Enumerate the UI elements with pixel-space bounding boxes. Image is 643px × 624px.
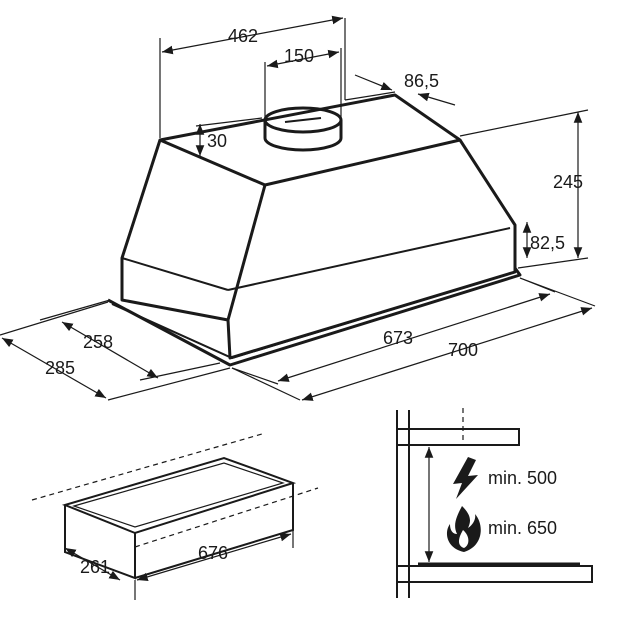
lightning-icon	[453, 457, 478, 499]
label-245: 245	[553, 172, 583, 192]
electric-min-label: min. 500	[488, 468, 557, 488]
label-86-5: 86,5	[404, 71, 439, 91]
label-30: 30	[207, 131, 227, 151]
outlet-collar	[263, 106, 343, 152]
dim-body-height: 82,5	[522, 222, 565, 258]
dim-outlet-diameter: 150	[264, 46, 342, 118]
label-150: 150	[284, 46, 314, 66]
label-261: 261	[80, 557, 110, 577]
dim-top-thickness: 30	[195, 117, 263, 156]
label-285: 285	[45, 358, 75, 378]
installation-diagram	[396, 408, 593, 598]
label-676: 676	[198, 543, 228, 563]
cutout-tray	[31, 433, 319, 580]
label-258: 258	[83, 332, 113, 352]
dim-inner-width: 673	[231, 277, 556, 385]
dim-outer-width: 700	[231, 277, 596, 401]
dim-total-height: 245	[459, 109, 589, 269]
label-673: 673	[383, 328, 413, 348]
hood-body	[107, 93, 522, 367]
label-82-5: 82,5	[530, 233, 565, 253]
dim-cutout-width: 676	[134, 530, 294, 600]
dim-cutout-depth: 261	[64, 547, 121, 581]
dim-top-width: 462	[159, 15, 346, 138]
label-462: 462	[228, 26, 258, 46]
dim-outer-depth: 285	[0, 301, 231, 401]
label-700: 700	[448, 340, 478, 360]
flame-icon	[446, 506, 481, 552]
dim-outlet-offset: 86,5	[344, 71, 456, 106]
gas-min-label: min. 650	[488, 518, 557, 538]
